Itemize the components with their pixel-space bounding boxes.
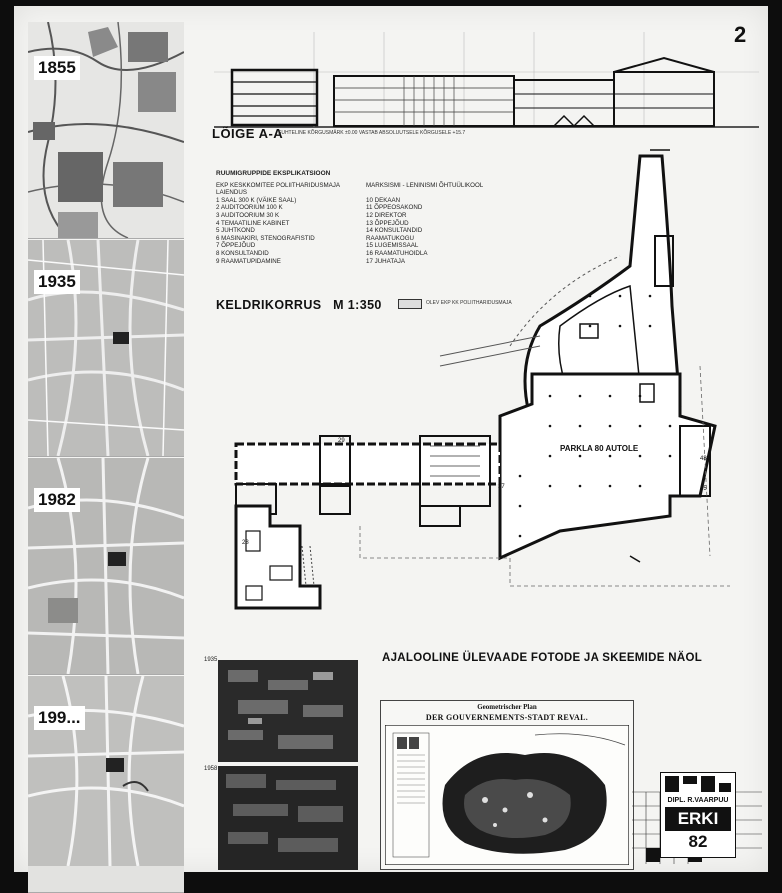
section-caption: SUHTELINE KÕRGUSMÄRK ±0.00 VASTAB ABSOLU… — [278, 130, 466, 136]
city-map-future — [28, 676, 184, 866]
stamp-author: DIPL. R.VAARPUU — [667, 797, 729, 804]
legend-item: 4 TEMAATILINE KABINET — [216, 219, 290, 227]
year-label-1855: 1855 — [34, 56, 80, 80]
legend-item: 17 JUHATAJA — [366, 257, 405, 265]
room-label: 48 — [700, 456, 707, 462]
map-panel-1982: 1982 — [28, 458, 184, 675]
legend-item: 5 JUHTKOND — [216, 227, 255, 235]
historic-city-plan: Geometrischer Plan DER GOUVERNEMENTS-STA… — [380, 700, 634, 870]
city-map-1855 — [28, 22, 184, 238]
historic-plan-title: DER GOUVERNEMENTS-STADT REVAL. — [425, 713, 589, 722]
photo-year-1935: 1935 — [204, 657, 218, 663]
section-title: LÕIGE A-A — [212, 126, 284, 141]
plan-title: KELDRIKORRUS M 1:350 — [216, 298, 382, 312]
room-label: 28 — [242, 540, 249, 546]
room-label: 29 — [338, 438, 345, 444]
room-legend: RUUMIGRUPPIDE EKSPLIKATSIOON EKP KESKKOM… — [216, 170, 483, 265]
legend-item: RAAMATUKOGU — [366, 234, 415, 242]
history-title: AJALOOLINE ÜLEVAADE FOTODE JA SKEEMIDE N… — [382, 652, 703, 664]
legend-column-left: EKP KESKKOMITEE POLIITHARIDUSMAJA LAIEND… — [216, 182, 340, 266]
legend-org-left: EKP KESKKOMITEE POLIITHARIDUSMAJA — [216, 181, 341, 189]
basement-floor-plan — [234, 149, 730, 610]
legend-item: 15 LUGEMISSAAL — [366, 242, 419, 250]
legend-org-right: MARKSISMI - LENINISMI ÕHTUÜLIKOOL — [366, 181, 484, 189]
legend-item: 6 MASINAKIRI, STENOGRAFISTID — [216, 234, 315, 242]
map-panel-1855: 1855 — [28, 22, 184, 239]
legend-item: 3 AUDITOORIUM 30 K — [216, 211, 280, 219]
plan-legend-note: OLEV EKP KK POLIITHARIDUSMAJA — [426, 300, 512, 306]
room-label: 27 — [498, 484, 505, 490]
author-stamp: DIPL. R.VAARPUU ERKI 82 — [660, 772, 736, 858]
legend-extension-label: LAIENDUS — [216, 189, 247, 197]
legend-swatch — [398, 299, 422, 309]
year-label-1982: 1982 — [34, 488, 80, 512]
legend-item: 9 RAAMATUPIDAMINE — [216, 257, 281, 265]
year-label-199x: 199... — [34, 706, 85, 730]
section-drawing — [214, 32, 759, 128]
aerial-photo-1935 — [218, 660, 358, 762]
sheet-number: 2 — [734, 22, 747, 47]
parking-label: PARKLA 80 AUTOLE — [560, 444, 639, 453]
aerial-photo-1958 — [218, 766, 358, 870]
map-panel-199x: 199... — [28, 676, 184, 893]
map-panel-1935: 1935 — [28, 240, 184, 457]
photo-year-1958: 1958 — [204, 766, 218, 772]
legend-item: 14 KONSULTANDID — [366, 227, 423, 235]
legend-item: 16 RAAMATUHOIDLA — [366, 249, 428, 257]
legend-heading: RUUMIGRUPPIDE EKSPLIKATSIOON — [216, 170, 331, 177]
legend-item: 1 SAAL 300 K (VÄIKE SAAL) — [216, 196, 297, 204]
legend-item: 12 DIREKTOR — [366, 211, 407, 219]
year-label-1935: 1935 — [34, 270, 80, 294]
room-label: 45 — [700, 486, 707, 492]
legend-item: 7 ÕPPEJÕUD — [216, 242, 256, 250]
stamp-year: 82 — [688, 832, 708, 851]
historic-plan-subtitle: Geometrischer Plan — [477, 703, 537, 711]
legend-item: 11 ÕPPEOSAKOND — [366, 204, 423, 212]
legend-item: 8 KONSULTANDID — [216, 249, 269, 257]
legend-item: 10 DEKAAN — [366, 196, 401, 204]
legend-column-right: MARKSISMI - LENINISMI ÕHTUÜLIKOOL 10 DEK… — [366, 182, 483, 266]
stamp-school: ERKI — [665, 807, 731, 831]
legend-item: 13 ÕPPEJÕUD — [366, 219, 409, 227]
drawing-board: 1855 — [14, 6, 768, 893]
legend-item: 2 AUDITOORIUM 100 K — [216, 204, 283, 212]
